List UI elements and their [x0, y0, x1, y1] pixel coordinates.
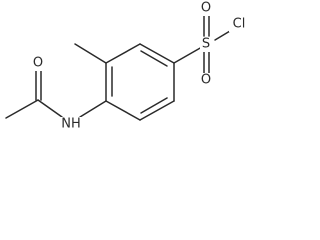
ring-bond-c3-c2: [105, 43, 141, 64]
ring-bond-c6-c5: [139, 100, 175, 121]
bond-sulfur-chlorine: [214, 30, 231, 41]
chemical-structure: O NH S O O Cl: [5, 1, 249, 132]
ring-bond-c2-c1: [139, 43, 175, 64]
atom-sulfur: S: [202, 37, 210, 52]
atom-chlorine: Cl: [233, 17, 246, 32]
bond-ring-sulfur: [173, 46, 203, 64]
ring-inner-double-bottom: [140, 97, 168, 114]
ring-bond-c5-c4: [105, 100, 141, 121]
atom-labels: O NH S O O Cl: [31, 1, 249, 132]
bonds: [5, 14, 231, 121]
atom-amide-nh: NH: [61, 117, 81, 132]
bond-ring-methyl: [74, 43, 107, 64]
atom-sulfonyl-oxygen-upper: O: [201, 1, 211, 16]
bond-acetyl-methyl: [5, 99, 39, 119]
ring-inner-double-top: [140, 50, 168, 67]
bond-nitrogen-ring: [79, 100, 107, 118]
atom-carbonyl-oxygen: O: [33, 56, 43, 71]
atom-sulfonyl-oxygen-lower: O: [201, 73, 211, 88]
bond-carbonyl-nitrogen: [37, 99, 63, 118]
